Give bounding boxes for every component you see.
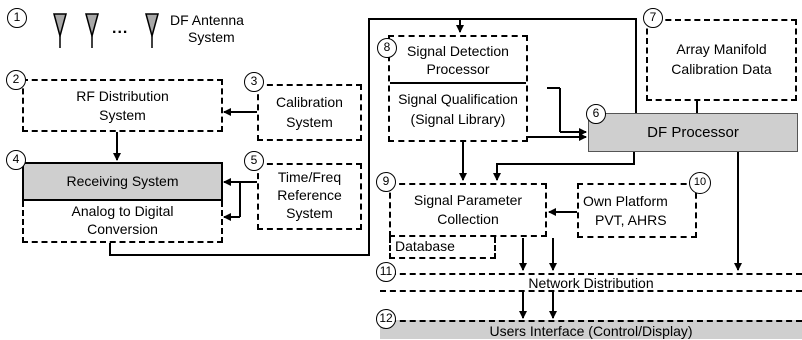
qualification-label-line1: Signal Qualification bbox=[398, 91, 518, 107]
number-11: 11 bbox=[376, 262, 396, 282]
number-6: 6 bbox=[586, 104, 606, 124]
number-2: 2 bbox=[6, 70, 26, 90]
number-12: 12 bbox=[376, 309, 396, 329]
antenna-1-icon bbox=[53, 13, 67, 39]
antenna-2-icon bbox=[85, 13, 99, 39]
rf-label-line2: System bbox=[99, 107, 146, 123]
calibration-label-line2: System bbox=[286, 114, 333, 130]
df-processor-label: DF Processor bbox=[647, 124, 739, 141]
timefreq-label-line3: System bbox=[286, 205, 333, 221]
manifold-label-line1: Array Manifold bbox=[676, 41, 767, 57]
number-9: 9 bbox=[376, 172, 396, 192]
receiving-label: Receiving System bbox=[66, 173, 179, 189]
rf-distribution-box: RF Distribution System bbox=[22, 79, 223, 132]
adc-label-line1: Analog to Digital bbox=[71, 203, 174, 219]
number-10: 10 bbox=[689, 172, 711, 194]
platform-label-line1: Own Platform bbox=[583, 193, 668, 209]
adc-box: Analog to Digital Conversion bbox=[22, 201, 223, 243]
database-label: Database bbox=[395, 238, 455, 254]
network-label: Network Distribution bbox=[528, 275, 654, 291]
users-interface-label: Users Interface (Control/Display) bbox=[489, 323, 693, 339]
detection-label-line2: Processor bbox=[426, 61, 490, 77]
number-7: 7 bbox=[643, 8, 663, 28]
timefreq-label-line2: Reference bbox=[277, 187, 342, 203]
number-3: 3 bbox=[244, 72, 264, 92]
users-interface-bar: Users Interface (Control/Display) bbox=[380, 320, 802, 339]
parameter-label-line1: Signal Parameter bbox=[413, 192, 523, 208]
antenna-ellipsis: ... bbox=[112, 20, 129, 37]
number-5: 5 bbox=[244, 151, 264, 171]
antenna-3-icon bbox=[145, 13, 159, 39]
adc-label-line2: Conversion bbox=[87, 221, 158, 237]
number-8: 8 bbox=[377, 38, 397, 58]
manifold-box: Array Manifold Calibration Data bbox=[646, 19, 797, 101]
number-4: 4 bbox=[6, 150, 26, 170]
calibration-box: Calibration System bbox=[257, 84, 362, 141]
parameter-label-line2: Collection bbox=[437, 211, 499, 227]
platform-box: Own Platform PVT, AHRS bbox=[577, 183, 697, 238]
detection-qualification-box: Signal Detection Processor Signal Qualif… bbox=[388, 35, 528, 142]
qualification-label-line2: (Signal Library) bbox=[410, 111, 506, 127]
timefreq-label-line1: Time/Freq bbox=[277, 169, 342, 185]
df-processor-box: DF Processor bbox=[588, 113, 798, 152]
time-freq-box: Time/Freq Reference System bbox=[257, 163, 362, 230]
receiving-system-box: Receiving System bbox=[22, 162, 223, 201]
rf-label-line1: RF Distribution bbox=[76, 88, 169, 104]
number-1: 1 bbox=[7, 8, 27, 28]
parameter-box: Signal Parameter Collection bbox=[389, 183, 547, 237]
antenna-label-line1: DF Antenna bbox=[170, 12, 244, 28]
manifold-label-line2: Calibration Data bbox=[671, 61, 772, 77]
calibration-label-line1: Calibration bbox=[276, 94, 343, 110]
antenna-label-line2: System bbox=[188, 29, 235, 45]
database-box: Database bbox=[389, 237, 496, 259]
detection-label-line1: Signal Detection bbox=[407, 43, 509, 59]
network-distribution-bar: Network Distribution bbox=[380, 273, 802, 292]
platform-label-line2: PVT, AHRS bbox=[595, 212, 667, 228]
detection-divider bbox=[390, 82, 526, 84]
